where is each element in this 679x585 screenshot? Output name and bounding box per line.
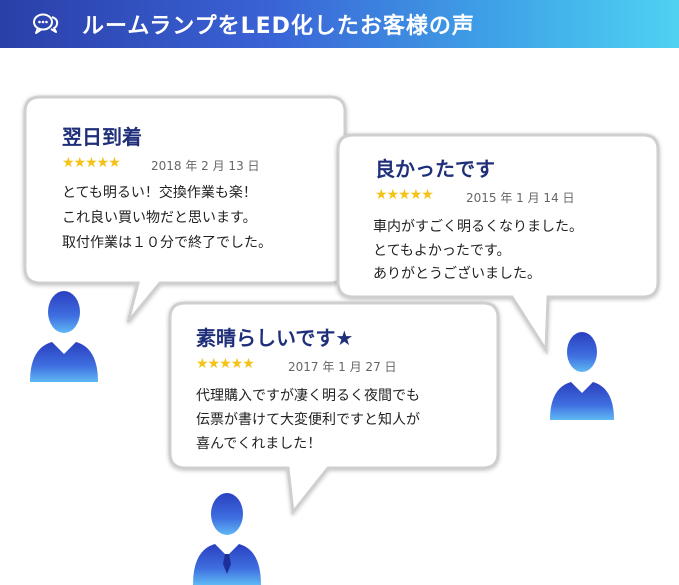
page-title: ルームランプをLED化したお客様の声 <box>82 14 475 39</box>
review-text-line: 伝票が書けて大変便利ですと知人が <box>196 412 420 428</box>
review-date: 2017 年 1 月 27 日 <box>288 360 397 374</box>
speech-bubble-3 <box>168 301 500 516</box>
review-text-line: これ良い買い物だと思います。 <box>62 210 257 226</box>
header-banner: ルームランプをLED化したお客様の声 <box>0 0 679 48</box>
review-date: 2015 年 1 月 14 日 <box>466 191 575 205</box>
person-icon <box>193 493 261 585</box>
chat-bubbles-icon <box>33 13 59 34</box>
review-title: 素晴らしいです★ <box>196 326 354 350</box>
star-rating: ★★★★★ <box>375 187 434 203</box>
speech-bubble-1 <box>23 95 347 323</box>
review-date: 2018 年 2 月 13 日 <box>151 159 260 173</box>
person-icon <box>30 291 98 382</box>
review-title: 翌日到着 <box>62 125 142 149</box>
review-text-line: 取付作業は１０分で終了でした。 <box>62 235 272 251</box>
review-text-line: とても明るい！交換作業も楽！ <box>62 185 257 201</box>
person-icon <box>550 332 614 420</box>
review-text-line: ありがとうございました。 <box>373 266 541 282</box>
review-title: 良かったです <box>375 157 495 181</box>
review-text-line: 喜んでくれました！ <box>196 436 322 452</box>
review-text-line: とてもよかったです。 <box>373 243 511 259</box>
star-rating: ★★★★★ <box>62 155 121 171</box>
review-text-line: 代理購入ですが凄く明るく夜間でも <box>196 388 420 404</box>
speech-bubble-2 <box>336 133 660 355</box>
star-rating: ★★★★★ <box>196 356 255 372</box>
review-text-line: 車内がすごく明るくなりました。 <box>373 219 583 235</box>
